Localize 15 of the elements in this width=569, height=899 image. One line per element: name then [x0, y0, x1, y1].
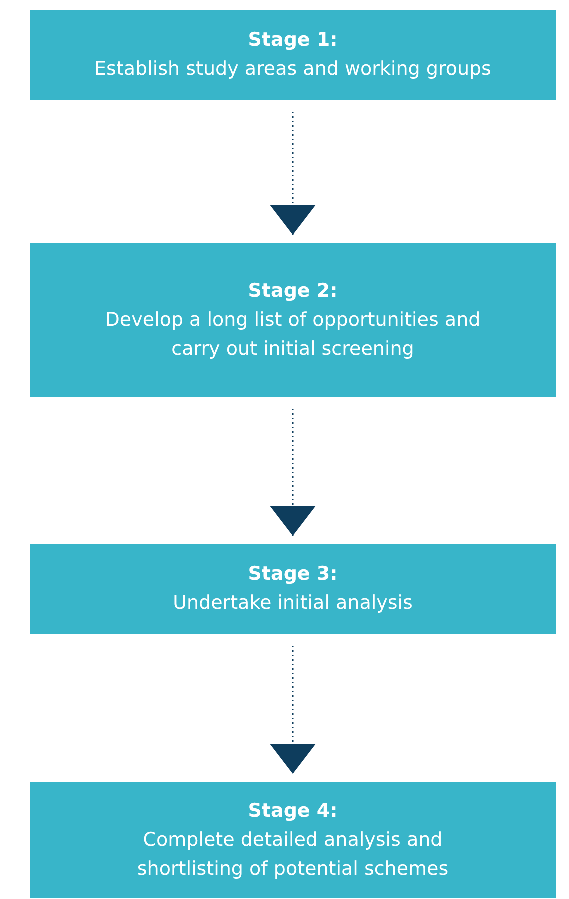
stage-heading: Stage 4:	[248, 798, 338, 824]
stage-description: Develop a long list of opportunities and carry out initial screening	[104, 308, 482, 362]
stage-description: Undertake initial analysis	[173, 591, 413, 616]
stage-box	[30, 10, 556, 100]
stage-box	[30, 782, 556, 898]
stage-heading: Stage 2:	[248, 278, 338, 304]
stage-box	[30, 243, 556, 397]
arrow	[270, 409, 316, 536]
stage-heading: Stage 3:	[248, 562, 338, 587]
stage-description: Complete detailed analysis and shortlisting of potential schemes	[136, 828, 450, 882]
stage-box	[30, 544, 556, 634]
stage-heading: Stage 1:	[248, 28, 338, 53]
arrow	[270, 112, 316, 235]
stage-description: Establish study areas and working groups	[94, 57, 492, 82]
arrow	[270, 646, 316, 774]
